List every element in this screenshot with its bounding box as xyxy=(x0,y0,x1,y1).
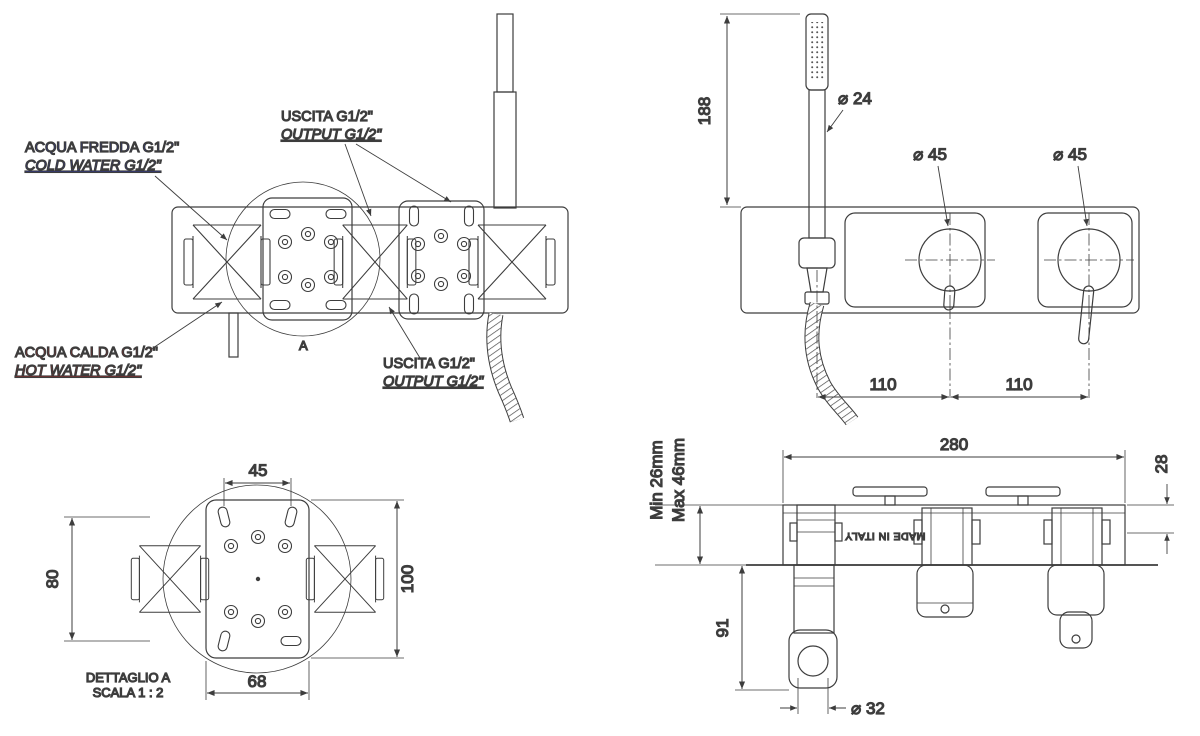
cold-water-label-it: ACQUA FREDDA G1/2" xyxy=(25,140,179,156)
front-view: 188 ⌀ 24 ⌀ 45 ⌀ 45 110 110 xyxy=(694,13,1140,426)
knob-right xyxy=(1044,213,1134,345)
detail-a-view: 45 80 100 68 DETTAGLIO A SCALA 1 : 2 xyxy=(42,460,418,700)
leader-output-bottom xyxy=(388,306,421,359)
svg-text:45: 45 xyxy=(249,461,268,480)
valve-right xyxy=(1043,507,1111,566)
hot-inlet-stub xyxy=(228,312,239,358)
detail-fitting-right xyxy=(305,545,385,613)
svg-text:⌀ 45: ⌀ 45 xyxy=(1053,145,1087,164)
hand-shower-rod-rear xyxy=(493,13,517,209)
svg-text:188: 188 xyxy=(695,97,714,125)
svg-text:110: 110 xyxy=(869,375,896,394)
leader-hot-water xyxy=(149,301,223,351)
dim-knob-dia-right: ⌀ 45 xyxy=(1052,144,1089,227)
leader-cold-water xyxy=(154,175,228,241)
dim-knob-dia-left: ⌀ 45 xyxy=(912,144,950,227)
output-top-label-en: OUTPUT G1/2" xyxy=(281,127,382,143)
svg-text:⌀ 32: ⌀ 32 xyxy=(851,699,885,718)
spray-face xyxy=(810,22,824,80)
cover-plate-left xyxy=(844,212,986,308)
detail-fitting-left xyxy=(130,545,210,613)
dim-drop-91: 91 xyxy=(712,565,789,691)
svg-text:280: 280 xyxy=(940,435,968,454)
svg-text:80: 80 xyxy=(43,570,62,589)
shower-handle xyxy=(808,89,826,239)
svg-text:91: 91 xyxy=(713,619,732,638)
handshower-holder-top xyxy=(788,564,838,689)
dim-handshower-dia: ⌀ 24 xyxy=(826,88,872,133)
mounting-plate-front xyxy=(740,206,1140,314)
svg-text:⌀ 45: ⌀ 45 xyxy=(913,145,947,164)
svg-text:110: 110 xyxy=(1005,375,1032,394)
detail-a-circle xyxy=(225,181,381,337)
dim-detail-45: 45 xyxy=(223,460,292,506)
dim-height-188: 188 xyxy=(694,13,800,208)
svg-text:28: 28 xyxy=(1152,455,1171,474)
svg-text:100: 100 xyxy=(398,565,417,593)
holder-passthrough xyxy=(789,504,843,566)
dim-plate-28: 28 xyxy=(1127,454,1174,554)
svg-text:⌀ 24: ⌀ 24 xyxy=(838,89,872,108)
knob-middle-top xyxy=(916,564,974,618)
leader-output-top-2 xyxy=(355,143,452,203)
svg-text:Min 26mm: Min 26mm xyxy=(647,440,666,519)
output-top-label-it: USCITA G1/2" xyxy=(281,109,373,125)
hand-shower xyxy=(798,13,859,426)
cold-water-label-en: COLD WATER G1/2" xyxy=(25,158,162,174)
output-bottom-label-en: OUTPUT G1/2" xyxy=(383,374,484,390)
valve-plate-left xyxy=(262,197,353,321)
knob-left xyxy=(905,213,995,311)
leader-output-top-1 xyxy=(344,143,372,217)
valve-plate-right xyxy=(398,200,485,320)
inlet-fitting-left xyxy=(183,224,271,300)
top-view: MADE IN ITALY 280 xyxy=(646,434,1174,719)
svg-text:68: 68 xyxy=(248,672,267,691)
detail-caption-scale: SCALA 1 : 2 xyxy=(93,685,164,700)
detail-a-marker: A xyxy=(299,338,308,353)
inwall-body: MADE IN ITALY xyxy=(782,486,1126,566)
dim-detail-100: 100 xyxy=(311,499,418,659)
dim-depth-minmax: Min 26mm Max 46mm xyxy=(646,437,783,566)
knob-right-top xyxy=(1047,564,1105,649)
dim-detail-68: 68 xyxy=(205,661,310,700)
detail-valve-plate xyxy=(205,499,310,659)
output-fitting-right xyxy=(468,224,556,300)
dim-holder-dia-32: ⌀ 32 xyxy=(780,678,885,719)
output-fitting-middle xyxy=(333,224,417,300)
detail-caption-title: DETTAGLIO A xyxy=(86,670,171,685)
output-bottom-label-it: USCITA G1/2" xyxy=(383,356,475,372)
shower-holder xyxy=(798,237,836,269)
hose-front xyxy=(804,301,859,426)
dim-body-280: 280 xyxy=(782,434,1126,503)
dim-detail-80: 80 xyxy=(42,516,150,642)
made-in-italy-marking: MADE IN ITALY xyxy=(845,530,926,542)
hose-rear xyxy=(486,312,525,423)
hot-water-label-it: ACQUA CALDA G1/2" xyxy=(15,345,158,361)
dim-spacing-110: 110 110 xyxy=(816,270,1090,401)
mounting-plate-rear xyxy=(171,206,569,314)
hot-water-label-en: HOT WATER G1/2" xyxy=(15,363,142,379)
svg-text:Max 46mm: Max 46mm xyxy=(669,438,688,522)
rear-view: USCITA G1/2" OUTPUT G1/2" ACQUA FREDDA G… xyxy=(14,13,569,423)
